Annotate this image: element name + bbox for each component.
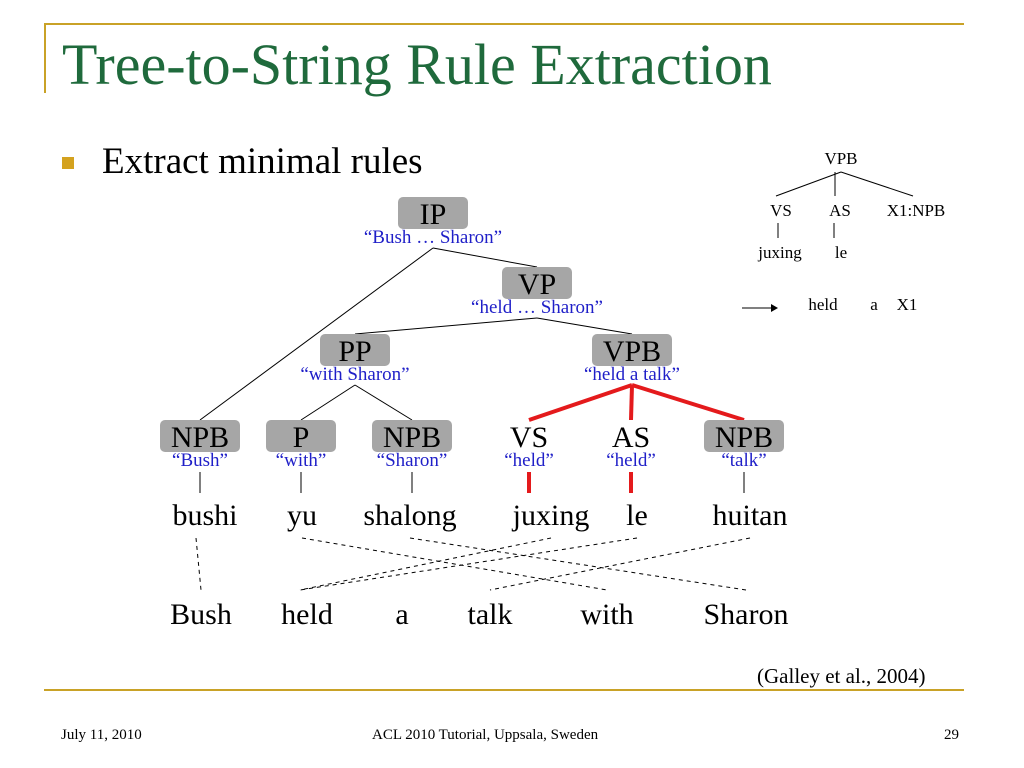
tree-edge-pp-npb_sharon: [354, 384, 413, 421]
node-box-pp: [320, 334, 390, 366]
node-label-as: AS: [612, 421, 650, 454]
slide-title: Tree-to-String Rule Extraction: [62, 32, 772, 97]
target-word: talk: [468, 598, 513, 631]
node-label-pp: PP: [338, 335, 371, 368]
word-alignment-lines: [195, 537, 751, 591]
rule-lhs-child-x1: X1:NPB: [887, 201, 946, 220]
node-box-vp: [502, 267, 572, 299]
node-label-vpb: VPB: [603, 335, 661, 368]
source-word: yu: [287, 499, 317, 532]
node-boxes: [160, 197, 784, 452]
alignment-line: [409, 537, 747, 591]
tree-edge-ip-vp: [432, 247, 538, 268]
rule-rhs-a: a: [870, 295, 878, 314]
node-box-ip: [398, 197, 468, 229]
tree-edges: [199, 247, 745, 493]
citation: (Galley et al., 2004): [757, 664, 926, 688]
target-word: held: [281, 598, 333, 631]
rule-arrowhead-icon: [771, 304, 778, 312]
bullet-text: Extract minimal rules: [102, 141, 423, 182]
node-span-vs: “held”: [504, 450, 554, 471]
rule-lhs-leaf-juxing: juxing: [757, 243, 802, 262]
tree-edge-vp-vpb: [536, 317, 633, 335]
bullet-square-icon: [62, 157, 74, 169]
node-box-npb_talk: [704, 420, 784, 452]
node-span-vp: “held … Sharon”: [471, 297, 603, 318]
node-labels: IP“Bush … Sharon”VP“held … Sharon”PP“wit…: [171, 198, 773, 471]
node-box-vpb: [592, 334, 672, 366]
target-word: with: [580, 598, 633, 631]
tree-edge-pp-p: [300, 384, 356, 421]
node-span-npb_sharon: “Sharon”: [377, 450, 448, 471]
tree-edge-ip-npb_bush: [199, 247, 434, 421]
alignment-line: [299, 537, 638, 591]
footer-page-number: 29: [944, 727, 959, 743]
highlight-edge-vpb-npb_talk: [631, 383, 745, 422]
rule-rhs-held: held: [808, 295, 838, 314]
alignment-line: [301, 537, 608, 591]
node-span-vpb: “held a talk”: [584, 364, 680, 385]
node-label-p: P: [293, 421, 310, 454]
tree-edge-vp-pp: [354, 317, 538, 335]
node-span-pp: “with Sharon”: [300, 364, 409, 385]
rule-lhs-child-vs: VS: [770, 201, 792, 220]
target-word: a: [395, 598, 408, 631]
rule-lhs-root: VPB: [824, 149, 857, 168]
footer-venue: ACL 2010 Tutorial, Uppsala, Sweden: [372, 727, 599, 743]
node-box-p: [266, 420, 336, 452]
source-word: le: [626, 499, 648, 532]
source-word: shalong: [363, 499, 456, 532]
title-frame-top-line: [44, 23, 964, 25]
alignment-line: [299, 537, 552, 591]
rule-lhs-child-as: AS: [829, 201, 851, 220]
target-word: Sharon: [704, 598, 789, 631]
node-label-npb_talk: NPB: [715, 421, 773, 454]
rule-rhs-x1: X1: [897, 295, 918, 314]
target-word: Bush: [170, 598, 232, 631]
footer-divider-line: [44, 689, 964, 691]
footer-date: July 11, 2010: [61, 727, 142, 743]
rule-lhs-leaf-le: le: [835, 243, 847, 262]
node-label-vs: VS: [510, 421, 548, 454]
alignment-line: [489, 537, 751, 591]
source-word: huitan: [713, 499, 788, 532]
source-word: juxing: [512, 499, 590, 532]
node-span-npb_talk: “talk”: [721, 450, 766, 471]
node-span-p: “with”: [276, 450, 327, 471]
node-label-vp: VP: [518, 268, 556, 301]
source-word: bushi: [172, 499, 237, 532]
node-box-npb_sharon: [372, 420, 452, 452]
highlight-edge-vpb-vs: [528, 383, 633, 422]
highlighted-rule-edges: [527, 383, 745, 493]
highlight-edge-vpb-as: [629, 384, 634, 421]
title-frame-left-line: [44, 23, 46, 93]
alignment-line: [195, 537, 202, 591]
node-label-npb_bush: NPB: [171, 421, 229, 454]
node-span-as: “held”: [606, 450, 656, 471]
node-box-npb_bush: [160, 420, 240, 452]
extracted-rule: VPB VS AS X1:NPB juxing le held a X1: [742, 149, 945, 314]
node-label-npb_sharon: NPB: [383, 421, 441, 454]
node-label-ip: IP: [420, 198, 447, 231]
node-span-ip: “Bush … Sharon”: [364, 227, 502, 248]
node-span-npb_bush: “Bush”: [172, 450, 228, 471]
